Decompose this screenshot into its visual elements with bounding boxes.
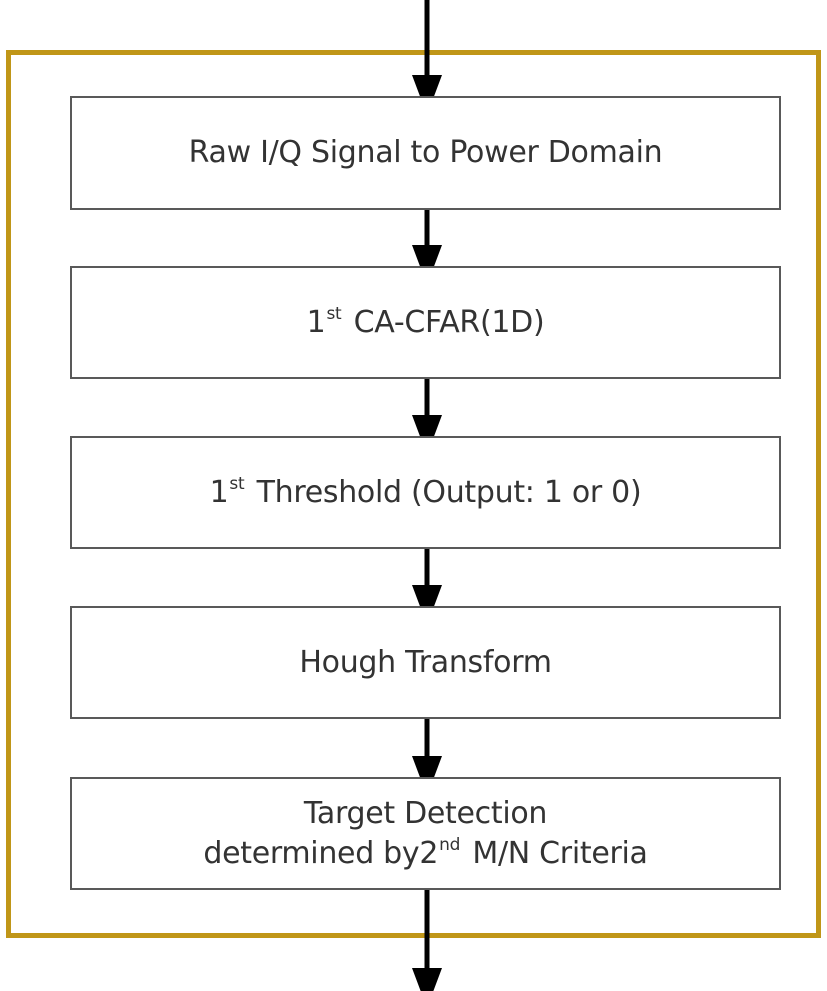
step-label: Hough Transform bbox=[299, 644, 552, 680]
step-label-prefix: 1 bbox=[209, 474, 229, 510]
step-label-line-1: Target Detection bbox=[303, 795, 548, 831]
step-label-line-2: determined by2nd M/N Criteria bbox=[203, 834, 648, 874]
step-label-prefix: 1 bbox=[306, 304, 326, 340]
step-hough-transform: Hough Transform bbox=[70, 606, 781, 719]
step-threshold: 1st Threshold (Output: 1 or 0) bbox=[70, 436, 781, 549]
step-raw-iq-to-power: Raw I/Q Signal to Power Domain bbox=[70, 96, 781, 210]
step-label: Raw I/Q Signal to Power Domain bbox=[188, 135, 663, 170]
step-label-suffix: CA-CFAR(1D) bbox=[344, 304, 545, 340]
step-target-detection: Target Detection determined by2nd M/N Cr… bbox=[70, 777, 781, 890]
step-label: 1st CA-CFAR(1D) bbox=[307, 303, 545, 343]
step-label-suffix: Threshold (Output: 1 or 0) bbox=[247, 474, 642, 510]
pipeline-frame bbox=[6, 50, 821, 938]
step-label-prefix: determined by2 bbox=[203, 835, 439, 871]
step-label-suffix: M/N Criteria bbox=[463, 835, 648, 871]
ordinal-suffix: nd bbox=[439, 834, 461, 855]
ordinal-suffix: st bbox=[229, 473, 245, 494]
step-label: 1st Threshold (Output: 1 or 0) bbox=[210, 473, 642, 513]
ordinal-suffix: st bbox=[326, 303, 342, 324]
step-ca-cfar: 1st CA-CFAR(1D) bbox=[70, 266, 781, 379]
